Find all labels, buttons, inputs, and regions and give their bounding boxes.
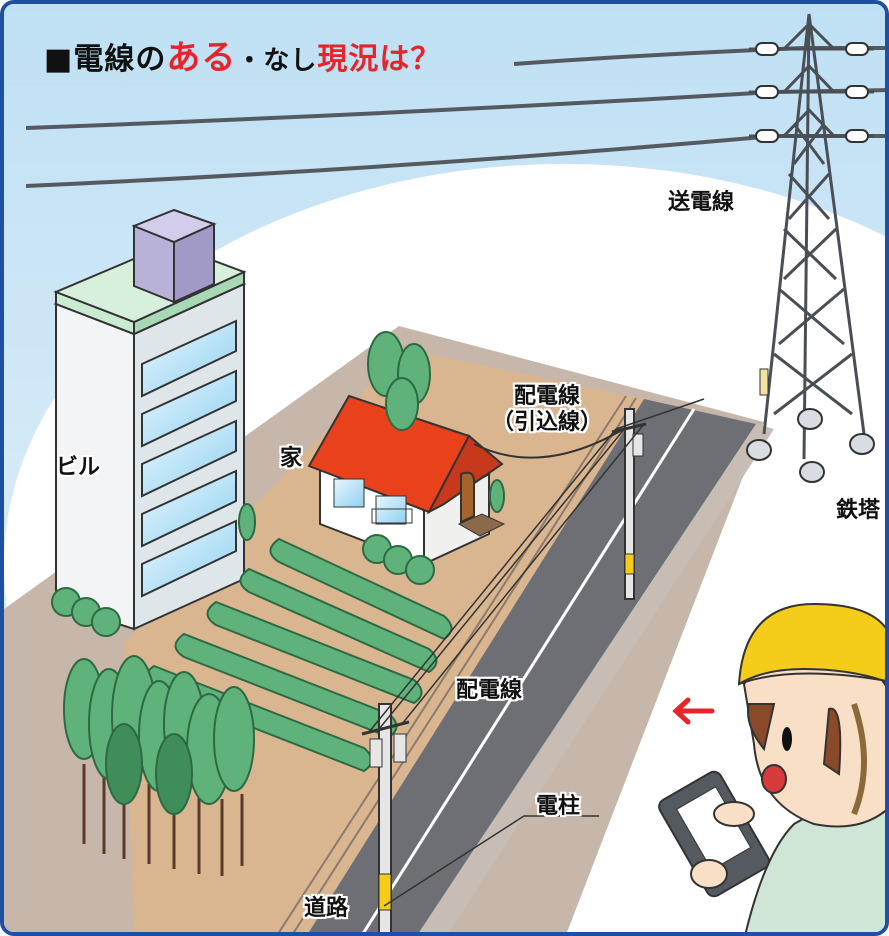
title-genkyo: 現況は？ [317, 42, 442, 77]
label-utility-pole: 電柱 [536, 794, 581, 819]
label-road: 道路 [304, 896, 349, 921]
label-steel-tower: 鉄塔 [836, 498, 881, 523]
page-title: ■電線のある・なし現況は？ [44, 30, 441, 79]
label-service-drop-line2: （引込線） [491, 410, 602, 435]
label-distribution-line: 配電線 [456, 678, 523, 703]
tower-footings [746, 408, 875, 483]
house [307, 394, 506, 566]
label-house: 家 [280, 446, 303, 471]
house-trees [362, 331, 505, 585]
label-service-drop: 配電線 （引込線） [482, 384, 612, 436]
transmission-wire-3 [25, 134, 885, 188]
label-transmission-line: 送電線 [668, 190, 735, 215]
label-building: ビル [56, 455, 101, 480]
forest [63, 655, 255, 876]
tower-sign [759, 368, 769, 396]
pole-callout-line [383, 815, 599, 907]
title-prefix: ■電線の [44, 42, 167, 77]
utility-pole-far [611, 408, 647, 600]
building [53, 208, 247, 631]
road-center-line [362, 408, 696, 932]
hedge-rows [144, 537, 453, 773]
title-sep: ・なし [236, 46, 318, 76]
tower-insulators [755, 42, 869, 143]
direction-arrow [672, 697, 715, 725]
scene-illustration [4, 4, 885, 932]
building-shrubs [51, 503, 256, 637]
worker [658, 602, 885, 932]
curb-line [292, 397, 637, 932]
road-shoulder [419, 424, 774, 932]
title-aru: ある [166, 38, 237, 78]
steel-tower [749, 13, 874, 460]
transmission-wire-2 [25, 88, 885, 130]
curb-line-2 [277, 395, 627, 932]
label-service-drop-line1: 配電線 [513, 384, 580, 409]
distribution-wires [368, 398, 705, 733]
